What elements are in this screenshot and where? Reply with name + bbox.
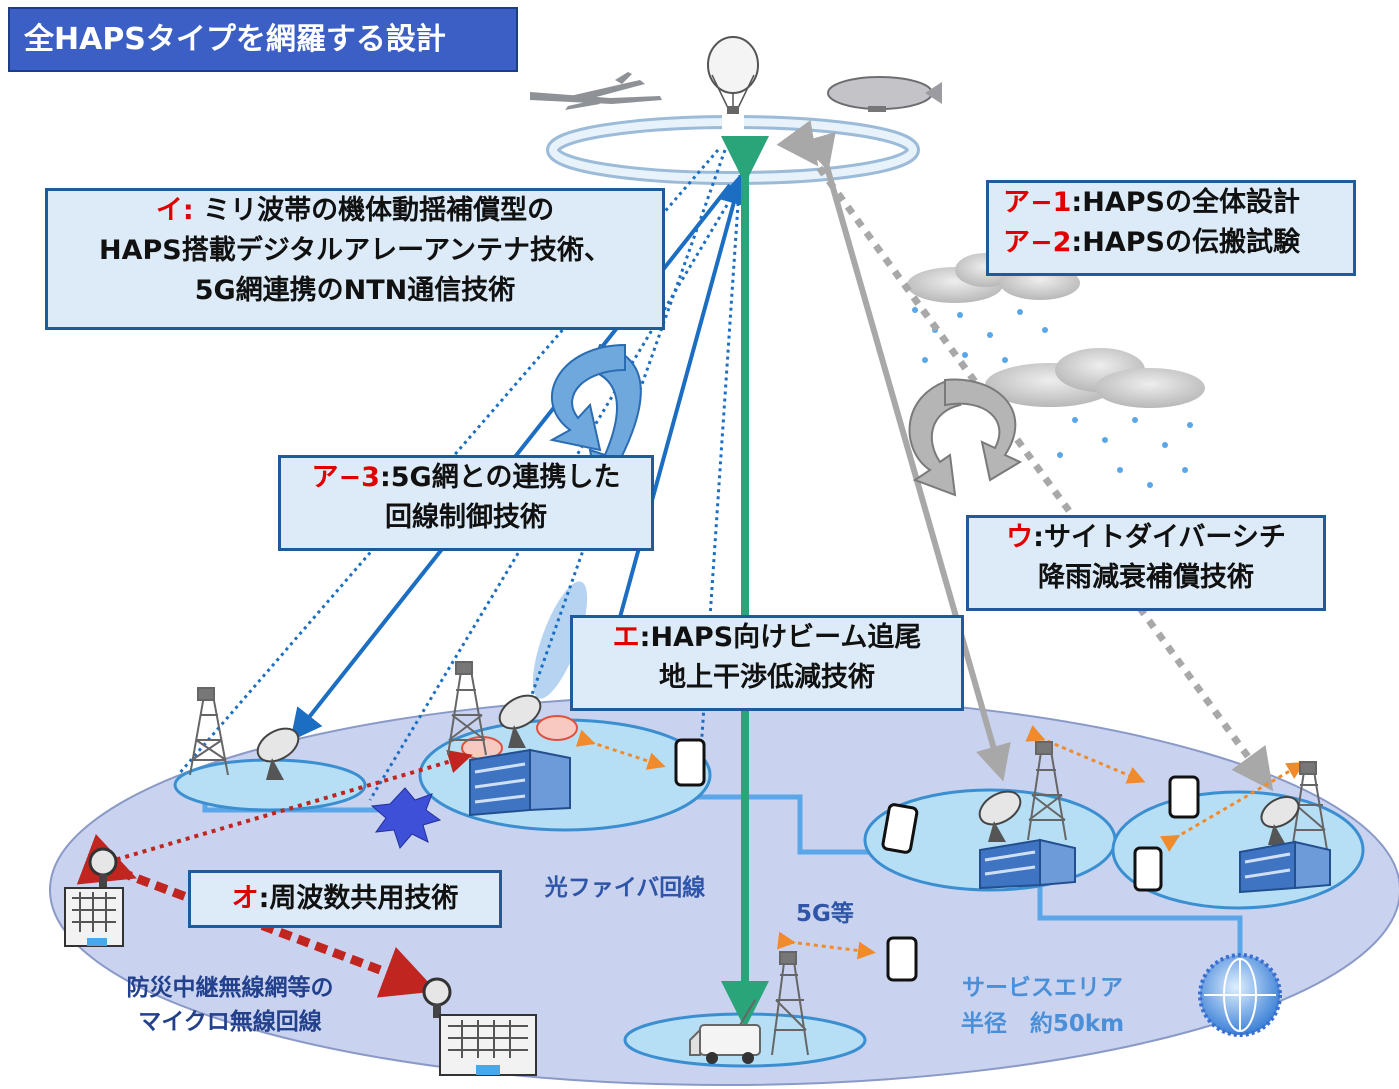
microwave-label-1: 防災中継無線網等の bbox=[126, 975, 334, 1001]
tower-icon bbox=[1027, 741, 1067, 841]
label-i-code: イ: bbox=[155, 195, 194, 226]
balloon-icon bbox=[707, 36, 759, 114]
building-icon bbox=[979, 838, 1076, 890]
tower-icon bbox=[189, 687, 229, 776]
smartphone-icon bbox=[1133, 846, 1163, 892]
label-a3: ア−3:5G網との連携した 回線制御技術 bbox=[278, 455, 654, 551]
haps-orbit-ring bbox=[546, 110, 920, 185]
label-u-text: :サイトダイバーシチ bbox=[1033, 522, 1286, 553]
rotation-arrow-gray-2 bbox=[944, 378, 1023, 482]
globe-icon bbox=[1198, 953, 1282, 1037]
rotation-arrow-blue-2 bbox=[549, 343, 626, 452]
label-a3-line1: ア−3:5G網との連携した bbox=[281, 458, 651, 498]
dish-antenna-icon bbox=[498, 694, 542, 748]
label-e-line1: エ:HAPS向けビーム追尾 bbox=[573, 618, 961, 658]
airship-icon bbox=[827, 76, 942, 112]
label-i-line2: HAPS搭載デジタルアレーアンテナ技術、 bbox=[98, 235, 612, 266]
beam-footprint bbox=[532, 581, 588, 699]
tower-icon bbox=[447, 661, 487, 756]
service-area-label-2: 半径 約50km bbox=[960, 1011, 1125, 1037]
rotation-arrow-gray bbox=[908, 378, 962, 497]
label-i-line1-text: ミリ波帯の機体動揺補償型の bbox=[203, 195, 555, 226]
relay-vehicle-icon bbox=[689, 999, 761, 1064]
building-icon bbox=[439, 1014, 537, 1076]
dish-antenna-icon bbox=[1260, 795, 1300, 845]
fiveg-label: 5G等 bbox=[796, 901, 854, 927]
label-u-code: ウ bbox=[1006, 522, 1034, 553]
label-o-code: オ bbox=[231, 883, 259, 914]
label-a3-code: ア−3 bbox=[311, 462, 380, 493]
page-title: 全HAPSタイプを網羅する設計 bbox=[8, 7, 518, 72]
label-e-text: :HAPS向けビーム追尾 bbox=[639, 622, 922, 653]
interference-star-icon bbox=[370, 787, 442, 849]
smartphone-icon bbox=[1168, 775, 1200, 819]
tower-icon bbox=[771, 951, 809, 1056]
service-area-label-1: サービスエリア bbox=[962, 975, 1123, 1001]
label-o-text: :周波数共用技術 bbox=[258, 883, 459, 914]
building-icon bbox=[64, 887, 124, 947]
smartphone-icon bbox=[881, 803, 919, 854]
smartphone-icon bbox=[674, 738, 706, 787]
label-e-line2: 地上干渉低減技術 bbox=[659, 662, 875, 693]
label-a1-text: :HAPSの全体設計 bbox=[1071, 187, 1300, 218]
label-a2: ア−2:HAPSの伝搬試験 bbox=[1003, 223, 1353, 263]
label-u: ウ:サイトダイバーシチ 降雨減衰補償技術 bbox=[966, 515, 1326, 611]
label-u-line1: ウ:サイトダイバーシチ bbox=[969, 518, 1323, 558]
label-a12: ア−1:HAPSの全体設計 ア−2:HAPSの伝搬試験 bbox=[986, 180, 1356, 276]
label-u-line2: 降雨減衰補償技術 bbox=[1038, 562, 1254, 593]
5g-links bbox=[575, 725, 1306, 960]
label-i: イ: ミリ波帯の機体動揺補償型の HAPS搭載デジタルアレーアンテナ技術、 5G… bbox=[45, 188, 665, 330]
interference-spot bbox=[536, 715, 578, 741]
dish-antenna-icon bbox=[88, 847, 118, 888]
label-e-code: エ bbox=[612, 622, 640, 653]
label-i-line1: イ: ミリ波帯の機体動揺補償型の bbox=[48, 191, 662, 231]
microwave-links bbox=[76, 750, 473, 998]
smartphone-icon bbox=[886, 936, 918, 982]
label-a1-code: ア−1 bbox=[1003, 187, 1072, 218]
airplane-icon bbox=[530, 72, 662, 110]
label-e: エ:HAPS向けビーム追尾 地上干渉低減技術 bbox=[570, 615, 964, 711]
dish-antenna-icon bbox=[422, 977, 452, 1018]
label-a1: ア−1:HAPSの全体設計 bbox=[1003, 183, 1353, 223]
building-icon bbox=[469, 748, 571, 817]
label-a2-code: ア−2 bbox=[1003, 227, 1072, 258]
label-a3-text: :5G網との連携した bbox=[379, 462, 621, 493]
label-i-line3: 5G網連携のNTN通信技術 bbox=[194, 275, 516, 306]
dish-antenna-icon bbox=[978, 790, 1022, 842]
label-a2-text: :HAPSの伝搬試験 bbox=[1071, 227, 1300, 258]
building-icon bbox=[1239, 840, 1331, 894]
fiber-label: 光ファイバ回線 bbox=[544, 875, 706, 901]
dish-antenna-icon bbox=[256, 727, 300, 780]
microwave-label-2: マイクロ無線回線 bbox=[138, 1009, 322, 1035]
haps-links-gray bbox=[776, 120, 1274, 792]
label-o: オ:周波数共用技術 bbox=[188, 870, 502, 928]
label-a3-line2: 回線制御技術 bbox=[385, 502, 547, 533]
